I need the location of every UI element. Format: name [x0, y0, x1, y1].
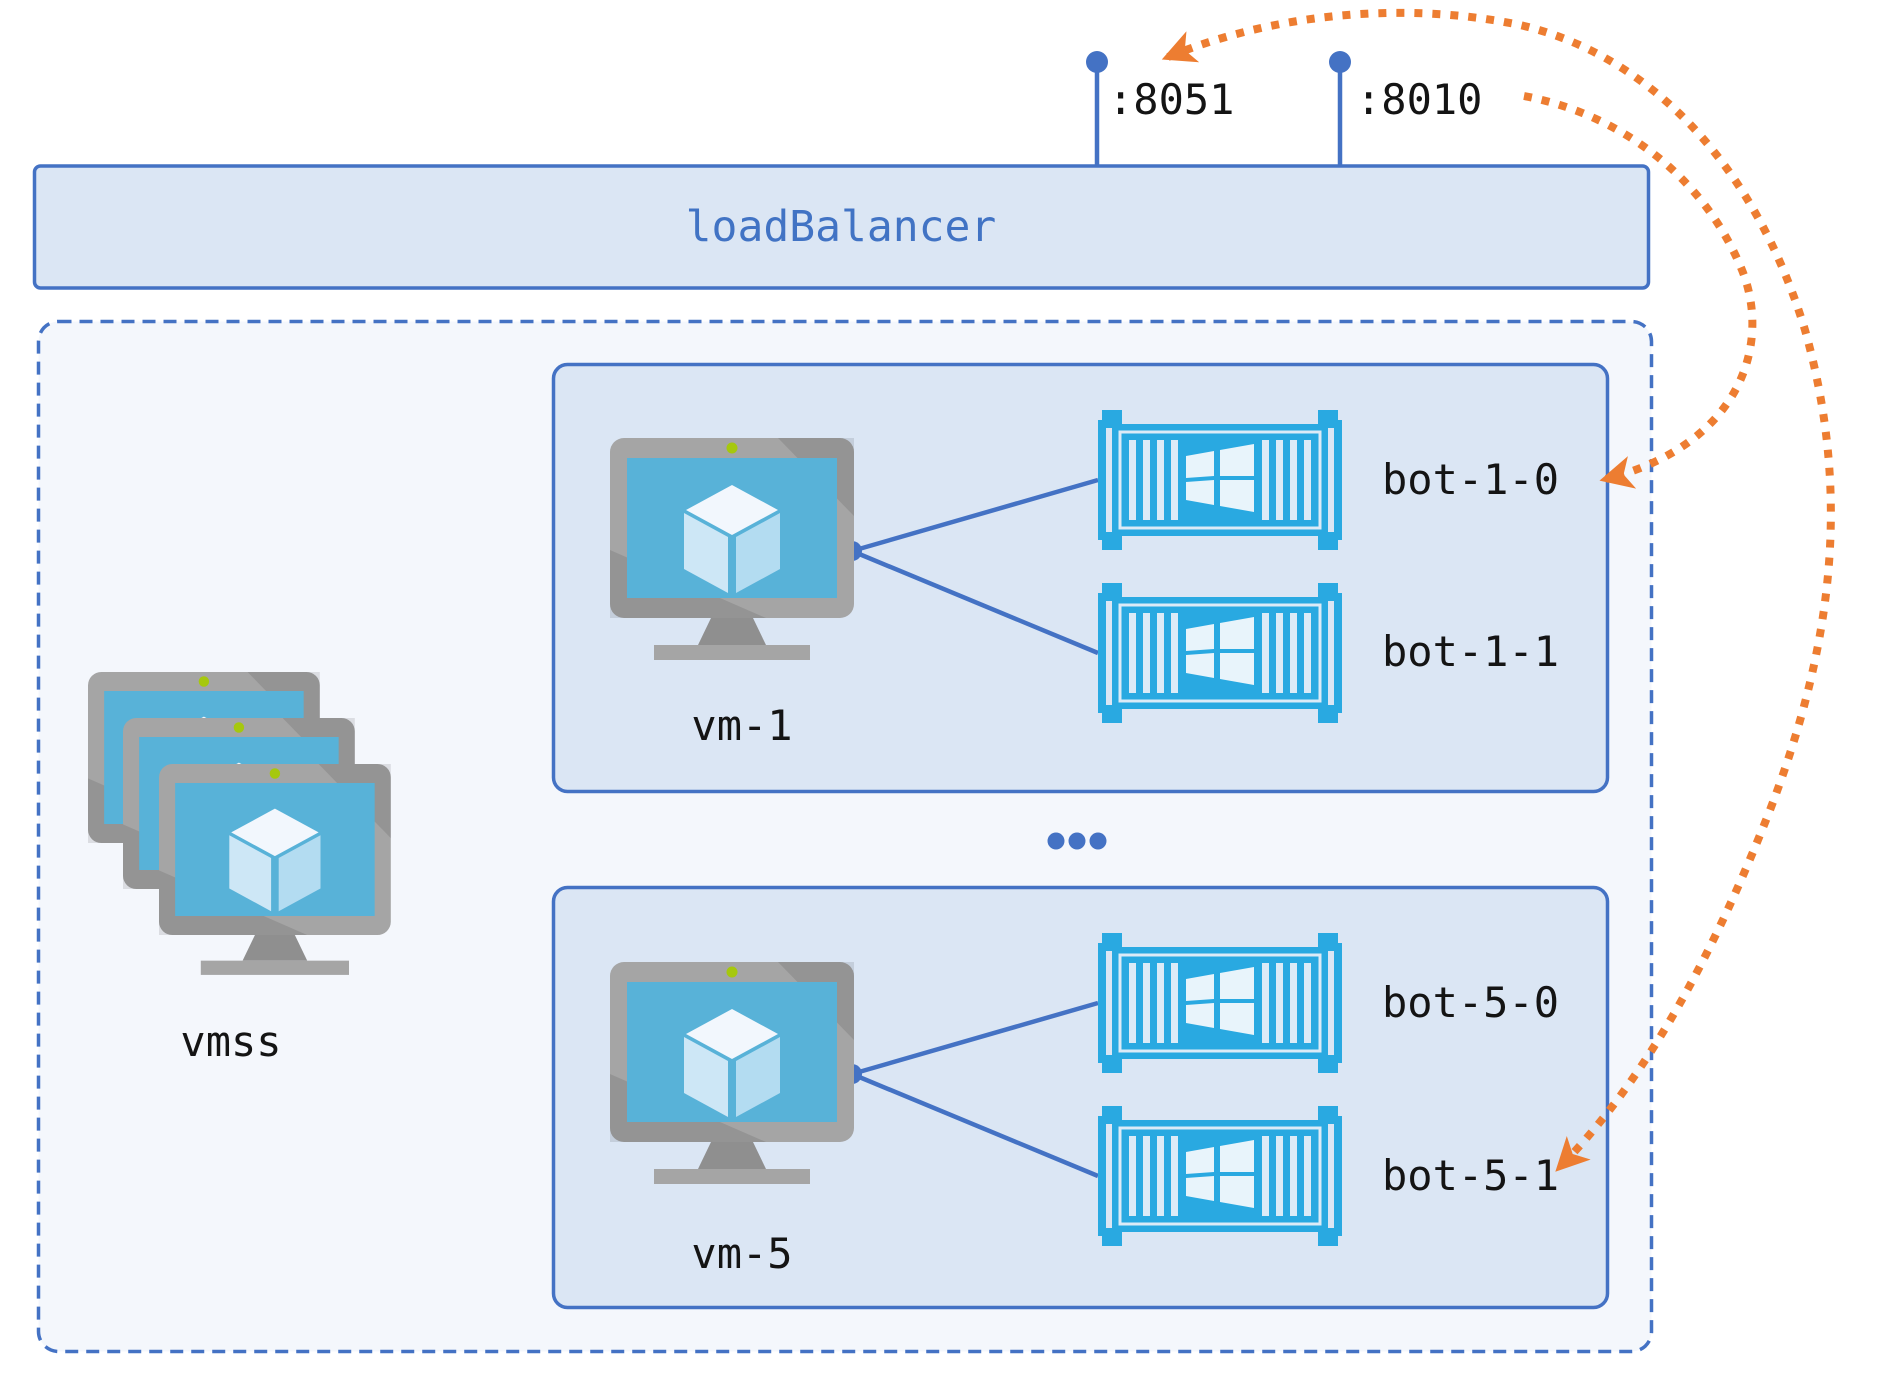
container-bot-1-1-icon: [1096, 581, 1344, 725]
bot-1-1-label: bot-1-1: [1382, 627, 1560, 676]
container-bot-1-0-icon: [1096, 408, 1344, 552]
vmss-icon: [88, 672, 391, 975]
vm-5-connectors: [851, 1000, 1099, 1179]
port-8051-dot-icon: [1086, 51, 1108, 73]
vm-5-label: vm-5: [691, 1229, 793, 1278]
port-8010-label: :8010: [1356, 75, 1483, 124]
ellipsis-icon: [1047, 832, 1107, 850]
bot-1-0-label: bot-1-0: [1382, 455, 1560, 504]
bot-5-0-label: bot-5-0: [1382, 978, 1560, 1027]
vm-5-icon: [610, 962, 854, 1184]
bot-5-1-label: bot-5-1: [1382, 1151, 1560, 1200]
load-balancer-label: loadBalancer: [685, 202, 997, 252]
vm-1-connectors: [851, 477, 1099, 656]
vmss-label: vmss: [180, 1017, 282, 1066]
arrow-8010-to-bot-1-0: [1523, 92, 1757, 489]
vm-1-label: vm-1: [691, 701, 793, 750]
container-bot-5-1-icon: [1096, 1104, 1344, 1248]
port-8051-stem: [1086, 51, 1108, 166]
vm-5-connector-dot: [842, 1064, 862, 1084]
vm-1-connector-dot: [842, 541, 862, 561]
port-8051-label: :8051: [1108, 75, 1235, 124]
vm-1-icon: [610, 438, 854, 660]
port-8010-dot-icon: [1329, 51, 1351, 73]
port-8010-stem: [1329, 51, 1351, 166]
container-bot-5-0-icon: [1096, 931, 1344, 1075]
